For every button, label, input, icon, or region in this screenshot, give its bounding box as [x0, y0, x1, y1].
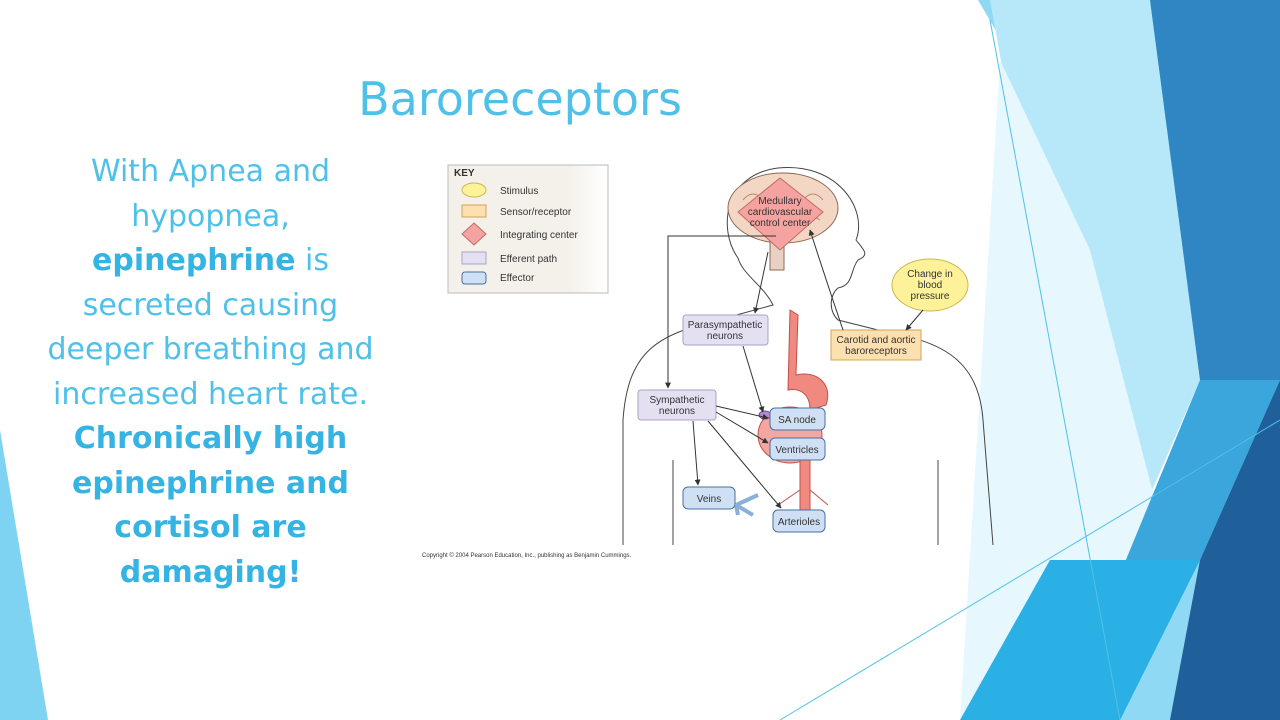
key-effector-swatch	[461, 271, 487, 285]
deco-right-panel-dark	[1170, 380, 1280, 720]
key-efferent-swatch	[461, 251, 487, 265]
parasympathetic-label-2: neurons	[707, 331, 743, 342]
ventricles-effector	[769, 437, 826, 461]
parasympathetic-neurons	[682, 314, 769, 346]
parasympathetic-label-1: Parasympathetic	[688, 320, 762, 331]
key-item-effector: Effector	[500, 273, 535, 284]
key-heading: KEY	[454, 168, 475, 179]
stimulus-label-3: pressure	[911, 291, 950, 302]
key-item-integrating: Integrating center	[500, 230, 578, 241]
diagram-canvas: KEY Stimulus Sensor/receptor Integrating…	[422, 164, 994, 559]
medullary-label-1: Medullary	[758, 196, 801, 207]
medullary-control-center	[737, 177, 824, 251]
sa-node-label: SA node	[778, 415, 816, 426]
key-integrating-swatch	[461, 222, 487, 246]
key-item-sensor: Sensor/receptor	[500, 207, 572, 218]
medullary-label-3: control center	[750, 218, 811, 229]
arterioles-label: Arterioles	[778, 517, 820, 528]
stimulus-label-1: Change in	[907, 269, 953, 280]
veins-label: Veins	[697, 494, 721, 505]
arterioles-effector	[772, 509, 826, 533]
deco-right-panel-pale	[960, 60, 1160, 720]
deco-right-panel-deep	[1150, 0, 1280, 380]
receptor-label-2: baroreceptors	[845, 346, 907, 357]
deco-thin-line-2	[779, 419, 1280, 720]
receptor-label-1: Carotid and aortic	[837, 335, 916, 346]
figure-copyright: Copyright © 2004 Pearson Education, Inc.…	[422, 552, 632, 559]
sympathetic-label-2: neurons	[659, 406, 695, 417]
aorta-artery	[787, 309, 829, 411]
deco-thin-line-1	[989, 19, 1121, 720]
veins-effector	[682, 486, 736, 510]
body-line-1: With Apnea and hypopnea,	[90, 154, 331, 234]
vein-branches	[734, 493, 759, 517]
carotid-aortic-baroreceptors	[830, 329, 922, 361]
arm-lines	[672, 460, 939, 545]
key-item-efferent: Efferent path	[500, 254, 557, 265]
ventricles-label: Ventricles	[775, 445, 818, 456]
key-stimulus-swatch	[461, 182, 487, 198]
deco-left-stripe	[0, 430, 48, 720]
deco-right-panel-bottom	[960, 560, 1200, 720]
body-line-2: is secreted causing deeper breathing and…	[47, 243, 374, 412]
sa-node-effector	[769, 407, 826, 431]
slide-body-text: With Apnea and hypopnea, epinephrine is …	[38, 150, 383, 595]
pathway-arrows	[665, 229, 924, 509]
medullary-label-2: cardiovascular	[748, 207, 813, 218]
body-bold-epinephrine: epinephrine	[92, 243, 296, 278]
sympathetic-neurons	[637, 389, 717, 421]
stimulus-label-2: blood	[918, 280, 942, 291]
key-item-stimulus: Stimulus	[500, 186, 538, 197]
sympathetic-label-1: Sympathetic	[649, 395, 704, 406]
key-sensor-swatch	[461, 204, 487, 218]
stimulus-change-in-blood-pressure	[891, 258, 969, 312]
body-bold-warning: Chronically high epinephrine and cortiso…	[72, 421, 349, 590]
slide-title: Baroreceptors	[358, 72, 682, 126]
baroreceptor-reflex-diagram: KEY Stimulus Sensor/receptor Integrating…	[418, 160, 1008, 560]
